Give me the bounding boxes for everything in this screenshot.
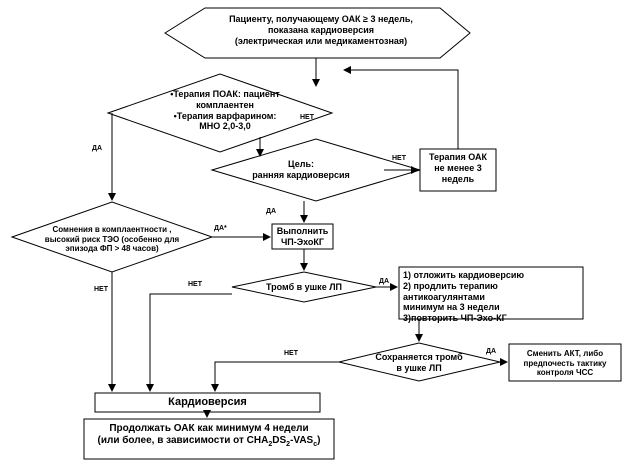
start-line-1: Пациенту, получающему ОАК ≥ 3 недель, (229, 14, 413, 24)
edge-label-persists-cardioversion-no: НЕТ (284, 350, 298, 357)
oak3-label: Терапия ОАК не менее 3 недель (420, 152, 496, 184)
start-hexagon (164, 7, 471, 59)
continue-sub-2: 2 (286, 441, 291, 448)
tee-label: Выполнить ЧП-ЭхоКГ (272, 226, 333, 248)
edge-label-goal-oak3-no: НЕТ (392, 155, 406, 162)
continue-line-2-mid2: -VAS (290, 435, 314, 446)
persists-line-1: Сохраняется тромб (375, 352, 463, 362)
start-line-3: (электрическая или медикаментозная) (234, 35, 408, 46)
therapy-line-2: комплаентен (196, 99, 254, 110)
start-label: Пациенту, получающему ОАК ≥ 3 недель, по… (190, 14, 452, 46)
change-line-3: контроля ЧСС (536, 368, 594, 378)
actions-line-4: 3)повторить ЧП-Эхо-КГ (403, 313, 507, 324)
continue-sub-1: 2 (268, 441, 273, 448)
persists-line-2: в ушке ЛП (396, 362, 442, 373)
continue-line-2-post: ) (317, 435, 321, 446)
doubts-line-3: эпизода ФП > 48 часов) (65, 244, 159, 254)
edge-oak3-loop (343, 66, 459, 149)
edge-label-thrombus-cardioversion-no: НЕТ (188, 281, 202, 288)
doubts-line-2: высокий риск ТЭО (особенно для (44, 234, 180, 244)
oak3-line-2: не менее 3 (434, 162, 482, 173)
tee-line-1: Выполнить (276, 226, 329, 236)
edge-label-doubts-tee-yes-star: ДА* (214, 225, 227, 232)
tee-line-2: ЧП-ЭхоКГ (280, 236, 325, 247)
oak3-box (419, 148, 497, 192)
continue-line-2-pre: (или более, в зависимости от CHA (97, 435, 269, 446)
edge-label-therapy-goal-no: НЕТ (300, 114, 314, 121)
change-box (508, 343, 622, 382)
persists-label: Сохраняется тромб в ушке ЛП (364, 352, 474, 374)
actions-label: 1) отложить кардиоверсию 2) продлить тер… (403, 270, 581, 324)
doubts-line-1: Сомнения в комплаентности , (52, 225, 172, 234)
therapy-line-1: •Терапия ПОАК: пациент (170, 89, 280, 99)
oak3-line-1: Терапия ОАК (428, 152, 488, 162)
therapy-diamond (106, 73, 334, 153)
continue-line-2-mid: DS (272, 435, 287, 446)
actions-box (398, 266, 584, 320)
goal-line-1: Цель: (288, 159, 314, 169)
goal-line-2: ранняя кардиоверсия (252, 169, 350, 180)
edge-label-thrombus-actions-yes: ДА (379, 278, 390, 285)
actions-line-1: 1) отложить кардиоверсию (403, 270, 525, 280)
edge-thrombus-cardioversion (146, 293, 232, 392)
edge-persists-cardioversion (211, 361, 339, 392)
change-line-2: предпочесть тактику (523, 358, 607, 368)
oak3-line-3: недель (441, 173, 475, 184)
continue-sub-3: c (313, 441, 318, 448)
change-label: Сменить АКТ, либо предпочесть тактику ко… (509, 349, 621, 378)
continue-box (83, 418, 335, 460)
edge-label-goal-tee-yes: ДА (266, 208, 277, 215)
start-line-2: показана кардиоверсия (267, 24, 375, 35)
cardioversion-line-1: Кардиоверсия (168, 396, 247, 408)
therapy-label: •Терапия ПОАК: пациент комплаентен •Тера… (155, 89, 295, 132)
goal-label: Цель: ранняя кардиоверсия (236, 159, 366, 181)
thrombus-label: Тромб в ушке ЛП (252, 282, 356, 293)
change-line-1: Сменить АКТ, либо (526, 349, 604, 358)
cardioversion-label: Кардиоверсия (95, 396, 320, 409)
edge-label-persists-change-yes: ДА (486, 348, 497, 355)
actions-line-3: минимум на 3 недели (403, 302, 500, 313)
actions-line-2: 2) продлить терапию антикоагулянтами (403, 280, 498, 302)
continue-label: Продолжать ОАК как минимум 4 недели (или… (84, 423, 334, 449)
tee-box (271, 223, 334, 250)
doubts-label: Сомнения в комплаентности , высокий риск… (34, 225, 190, 254)
thrombus-line-1: Тромб в ушке ЛП (266, 282, 342, 292)
continue-line-2: (или более, в зависимости от CHA2DS2-VAS… (84, 435, 334, 449)
therapy-line-4: МНО 2,0-3,0 (199, 121, 251, 132)
edge-label-doubts-cardioversion-no: НЕТ (94, 286, 108, 293)
edge-label-therapy-doubts-yes: ДА (92, 145, 103, 152)
continue-line-1: Продолжать ОАК как минимум 4 недели (109, 423, 309, 434)
therapy-line-3: •Терапия варфарином: (173, 110, 277, 121)
